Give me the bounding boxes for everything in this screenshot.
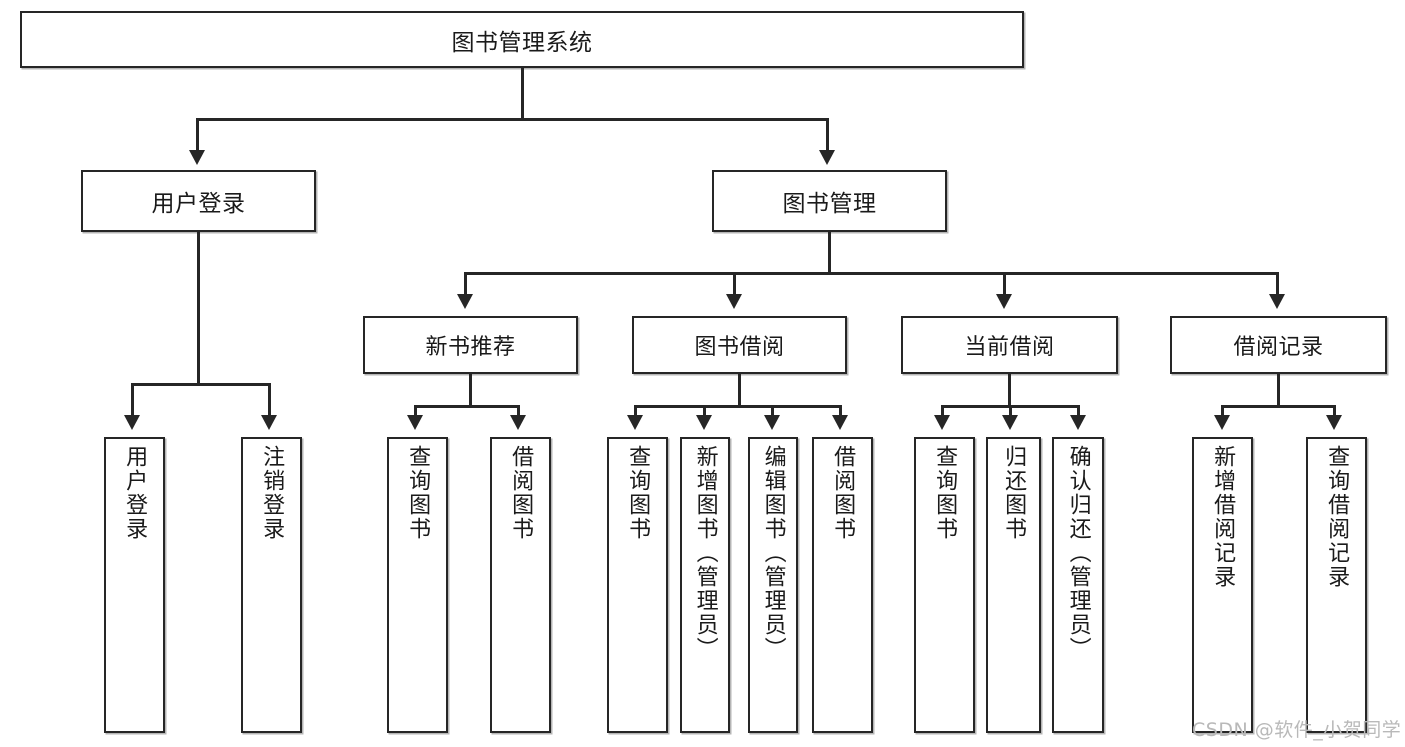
arrowhead-current-borrow <box>996 294 1012 309</box>
node-label: 借阅记录 <box>1233 335 1324 360</box>
leaf-borrow-query-book[interactable]: 查询图书 <box>607 437 668 733</box>
node-borrow-record[interactable]: 借阅记录 <box>1170 316 1387 374</box>
connector-new-book-leaf2 <box>517 405 520 415</box>
connector-book-borrow-leaf3 <box>771 405 774 415</box>
connector-root-bus <box>196 118 828 121</box>
node-label: 新书推荐 <box>425 335 516 360</box>
connector-root-stem <box>521 68 524 118</box>
connector-to-borrow-record <box>1276 272 1279 294</box>
arrowhead-user-login <box>189 150 205 165</box>
connector-new-book-stem <box>469 374 472 405</box>
connector-book-borrow-bus <box>634 405 842 408</box>
connector-to-book-borrow <box>733 272 736 294</box>
arrowhead-new-book-leaf1 <box>407 415 423 430</box>
node-label: 图书借阅 <box>694 335 785 360</box>
node-label: 当前借阅 <box>964 335 1055 360</box>
leaf-borrow-borrow-book[interactable]: 借阅图书 <box>812 437 873 733</box>
node-label: 新增图书（管理员） <box>692 445 718 661</box>
connector-borrow-record-leaf1 <box>1221 405 1224 415</box>
leaf-new-book-query[interactable]: 查询图书 <box>387 437 448 733</box>
connector-book-borrow-stem <box>738 374 741 405</box>
leaf-current-return-book[interactable]: 归还图书 <box>986 437 1041 733</box>
node-label: 图书管理 <box>782 191 877 217</box>
node-label: 归还图书 <box>1001 445 1027 541</box>
arrowhead-current-borrow-leaf3 <box>1070 415 1086 430</box>
arrowhead-current-borrow-leaf1 <box>934 415 950 430</box>
arrowhead-book-borrow <box>726 294 742 309</box>
connector-user-login-leaf2 <box>268 383 271 415</box>
leaf-record-add[interactable]: 新增借阅记录 <box>1192 437 1253 733</box>
leaf-record-query[interactable]: 查询借阅记录 <box>1306 437 1367 733</box>
connector-new-book-leaf1 <box>414 405 417 415</box>
leaf-borrow-add-book-admin[interactable]: 新增图书（管理员） <box>680 437 730 733</box>
arrowhead-user-login-leaf1 <box>124 415 140 430</box>
arrowhead-new-book-rec <box>457 294 473 309</box>
node-label: 确认归还（管理员） <box>1065 445 1091 661</box>
arrowhead-user-login-leaf2 <box>261 415 277 430</box>
connector-borrow-record-leaf2 <box>1333 405 1336 415</box>
connector-user-login-stem <box>197 232 200 383</box>
connector-current-borrow-leaf1 <box>941 405 944 415</box>
connector-user-login-leaf1 <box>131 383 134 415</box>
node-root-system[interactable]: 图书管理系统 <box>20 11 1024 68</box>
node-user-login[interactable]: 用户登录 <box>81 170 316 232</box>
leaf-current-confirm-return-admin[interactable]: 确认归还（管理员） <box>1052 437 1104 733</box>
arrowhead-current-borrow-leaf2 <box>1002 415 1018 430</box>
connector-current-borrow-stem <box>1008 374 1011 405</box>
connector-to-book-manage <box>826 118 829 150</box>
connector-to-current-borrow <box>1003 272 1006 294</box>
node-label: 图书管理系统 <box>451 29 593 56</box>
connector-book-manage-stem <box>828 232 831 272</box>
connector-book-borrow-leaf1 <box>634 405 637 415</box>
connector-user-login-bus <box>131 383 270 386</box>
node-label: 用户登录 <box>122 445 148 541</box>
node-book-manage[interactable]: 图书管理 <box>712 170 947 232</box>
connector-current-borrow-leaf2 <box>1009 405 1012 415</box>
connector-current-borrow-leaf3 <box>1077 405 1080 415</box>
node-label: 注销登录 <box>259 445 285 541</box>
connector-new-book-bus <box>414 405 520 408</box>
node-label: 借阅图书 <box>830 445 856 541</box>
arrowhead-borrow-record-leaf1 <box>1214 415 1230 430</box>
connector-borrow-record-stem <box>1277 374 1280 405</box>
arrowhead-book-borrow-leaf4 <box>832 415 848 430</box>
csdn-watermark: CSDN @软件_小贺同学 <box>1192 719 1402 741</box>
node-label: 编辑图书（管理员） <box>760 445 786 661</box>
arrowhead-book-borrow-leaf2 <box>696 415 712 430</box>
connector-borrow-record-bus <box>1221 405 1336 408</box>
leaf-user-login[interactable]: 用户登录 <box>104 437 165 733</box>
arrowhead-borrow-record <box>1269 294 1285 309</box>
node-label: 用户登录 <box>151 191 246 217</box>
leaf-new-book-borrow[interactable]: 借阅图书 <box>490 437 551 733</box>
connector-book-borrow-leaf4 <box>839 405 842 415</box>
node-label: 查询图书 <box>932 445 958 541</box>
arrowhead-new-book-leaf2 <box>510 415 526 430</box>
leaf-borrow-edit-book-admin[interactable]: 编辑图书（管理员） <box>748 437 798 733</box>
leaf-logout[interactable]: 注销登录 <box>241 437 302 733</box>
arrowhead-book-borrow-leaf1 <box>627 415 643 430</box>
connector-to-new-book-rec <box>464 272 467 294</box>
node-label: 查询图书 <box>405 445 431 541</box>
arrowhead-borrow-record-leaf2 <box>1326 415 1342 430</box>
arrowhead-book-borrow-leaf3 <box>764 415 780 430</box>
leaf-current-query-book[interactable]: 查询图书 <box>914 437 975 733</box>
node-label: 新增借阅记录 <box>1210 445 1236 589</box>
connector-to-user-login <box>196 118 199 150</box>
node-current-borrow[interactable]: 当前借阅 <box>901 316 1118 374</box>
connector-book-manage-bus <box>464 272 1279 275</box>
node-label: 查询借阅记录 <box>1324 445 1350 589</box>
node-label: 借阅图书 <box>508 445 534 541</box>
node-label: 查询图书 <box>625 445 651 541</box>
node-book-borrow[interactable]: 图书借阅 <box>632 316 847 374</box>
node-new-book-rec[interactable]: 新书推荐 <box>363 316 578 374</box>
arrowhead-book-manage <box>819 150 835 165</box>
connector-book-borrow-leaf2 <box>703 405 706 415</box>
